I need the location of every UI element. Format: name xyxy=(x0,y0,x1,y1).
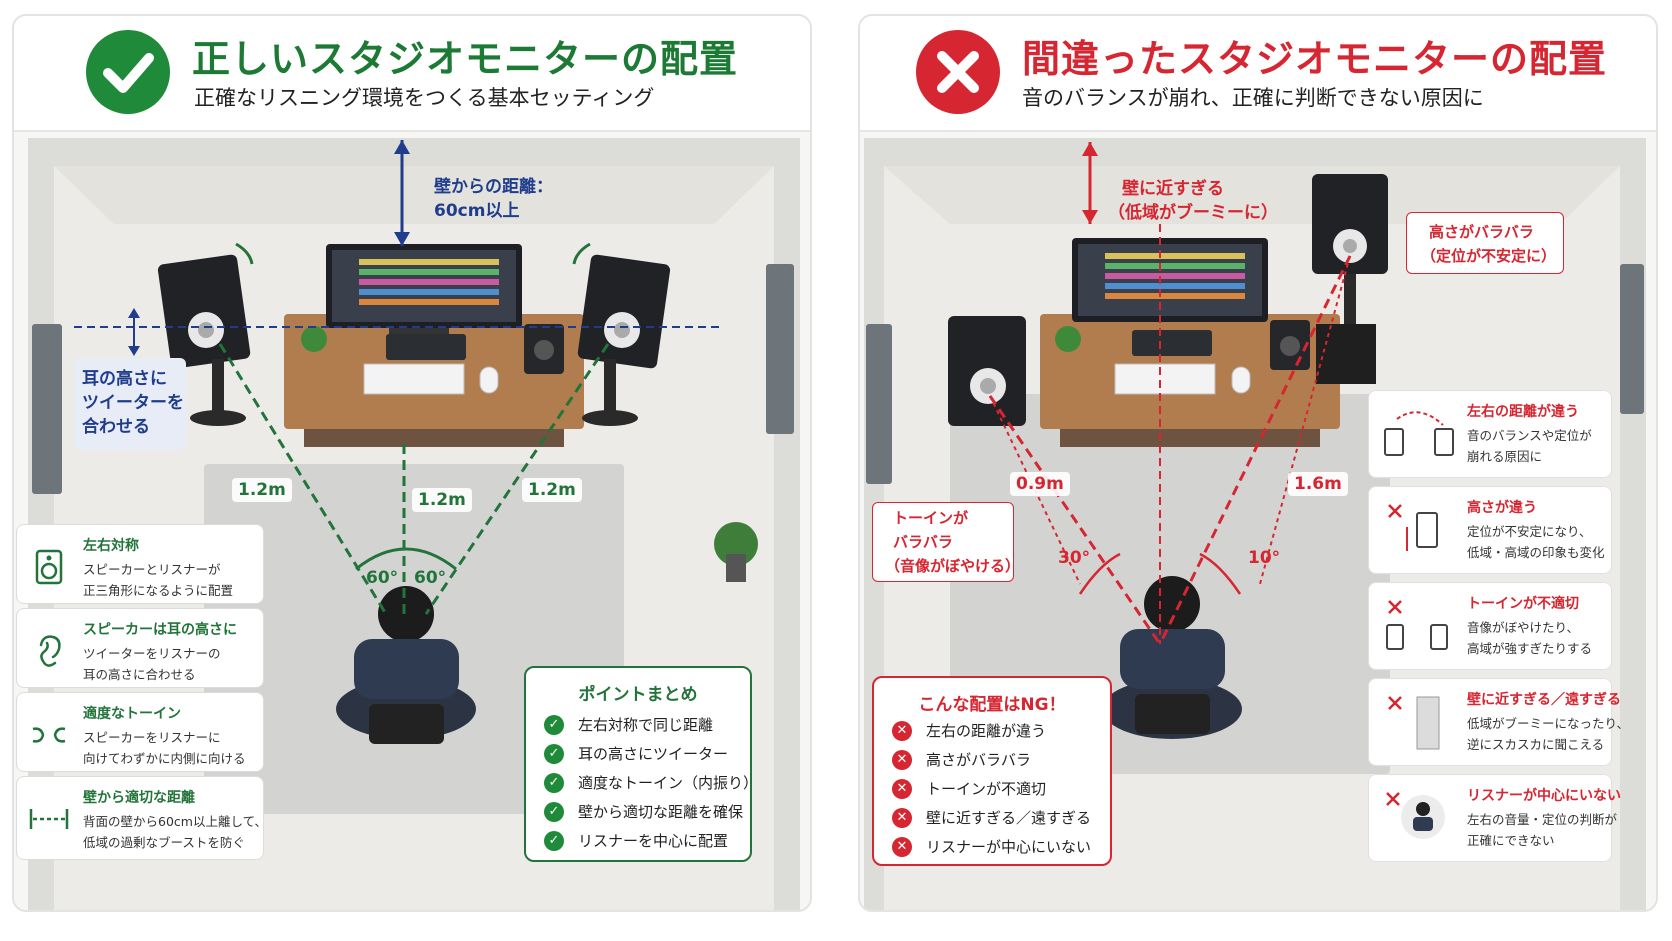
acoustic-panel-right xyxy=(766,264,794,434)
summary-item: ✓適度なトーイン（内振り） xyxy=(544,772,758,793)
check-circle-icon: ✓ xyxy=(544,743,564,764)
desk-plant xyxy=(301,326,327,352)
issue-card-listener: リスナーが中心にいない 左右の音量・定位の判断が正確にできない xyxy=(1368,774,1621,862)
left-speaker xyxy=(157,254,251,426)
right-speaker-raised xyxy=(1312,174,1388,384)
summary-item: ✓左右対称で同じ距離 xyxy=(544,714,713,735)
uneven-height-icon xyxy=(1379,499,1459,563)
ear-height-note: 耳の高さに ツイーターを 合わせる xyxy=(74,358,186,450)
summary-box: ポイントまとめ ✓左右対称で同じ距離 ✓耳の高さにツイーター ✓適度なトーイン（… xyxy=(524,666,758,862)
angle-left-label: 30° xyxy=(1058,548,1091,568)
check-circle-icon: ✓ xyxy=(544,772,564,793)
correct-header: 正しいスタジオモニターの配置 正確なリスニング環境をつくる基本セッティング xyxy=(14,16,810,132)
angle-arc xyxy=(355,547,457,571)
ng-item: ✕リスナーが中心にいない xyxy=(892,836,1091,857)
summary-item: ✓リスナーを中心に配置 xyxy=(544,830,728,851)
cross-circle-icon: ✕ xyxy=(892,749,912,770)
check-circle-icon: ✓ xyxy=(544,830,564,851)
summary-title: ポイントまとめ xyxy=(578,685,698,705)
cross-circle-icon: ✕ xyxy=(892,778,912,799)
keyboard xyxy=(1114,363,1216,395)
unequal-distance-icon xyxy=(1379,403,1459,467)
right-distance-line xyxy=(1158,255,1352,645)
issue-card-toe-in: トーインが不適切 音像がぼやけたり、高域が強すぎたりする xyxy=(1368,582,1612,670)
wall-warning-label: 壁に近すぎる xyxy=(1122,179,1224,199)
audio-interface xyxy=(1132,330,1212,356)
ng-title: こんな配置はNG！ xyxy=(918,695,1066,715)
summary-item: ✓耳の高さにツイーター xyxy=(544,743,728,764)
cross-icon xyxy=(916,30,1000,114)
acoustic-panel-right xyxy=(1620,264,1644,414)
mouse xyxy=(479,366,499,394)
distance-center-label: 1.2m xyxy=(412,488,472,512)
angle-right-label: 60° xyxy=(414,568,447,588)
check-icon xyxy=(86,30,170,114)
distance-right-label: 1.6m xyxy=(1288,472,1348,496)
listener-off-center xyxy=(1102,576,1242,739)
cross-circle-icon: ✕ xyxy=(892,836,912,857)
issue-card-wall: 壁に近すぎる／遠すぎる 低域がブーミーになったり、逆にスカスカに聞こえる xyxy=(1368,678,1629,766)
ng-item: ✕左右の距離が違う xyxy=(892,720,1046,741)
distance-right-label: 1.2m xyxy=(522,478,582,502)
left-speaker-misplaced xyxy=(948,316,1026,426)
height-warning-box: 高さがバラバラ （定位が不安定に） xyxy=(1406,212,1564,274)
toe-in-warning-box: トーインが バラバラ （音像がぼやける） xyxy=(872,502,1020,582)
triangle-right-side xyxy=(424,343,610,615)
wall-distance-label: 壁からの距離： xyxy=(434,177,553,197)
wrong-subtitle: 音のバランスが崩れ、正確に判断できない原因に xyxy=(1022,86,1484,110)
ear-icon xyxy=(27,629,71,673)
mouse xyxy=(1231,366,1251,394)
distance-left-label: 1.2m xyxy=(232,478,292,502)
correct-setup-panel: 正しいスタジオモニターの配置 正確なリスニング環境をつくる基本セッティング xyxy=(12,14,812,912)
distance-left-label: 0.9m xyxy=(1010,472,1070,496)
wall-distance-value: 60cm以上 xyxy=(434,201,520,221)
angle-left-label: 60° xyxy=(366,568,399,588)
off-center-listener-icon xyxy=(1379,787,1459,851)
floor-plant xyxy=(714,522,758,566)
cross-circle-icon: ✕ xyxy=(892,720,912,741)
correct-subtitle: 正確なリスニング環境をつくる基本セッティング xyxy=(194,86,655,110)
audio-interface xyxy=(386,334,466,360)
issue-card-height: 高さが違う 定位が不安定になり、低域・高域の印象も変化 xyxy=(1368,486,1612,574)
keyboard xyxy=(363,363,465,395)
check-circle-icon: ✓ xyxy=(544,801,564,822)
ng-item: ✕高さがバラバラ xyxy=(892,749,1031,770)
wall-distance-icon xyxy=(27,797,71,841)
issue-card-distance: 左右の距離が違う 音のバランスや定位が崩れる原因に xyxy=(1368,390,1612,478)
right-speaker xyxy=(577,254,671,426)
tip-card-symmetry: 左右対称 スピーカーとリスナーが正三角形になるように配置 xyxy=(16,524,264,604)
speaker-symmetry-icon xyxy=(27,545,71,589)
tip-card-wall-distance: 壁から適切な距離 背面の壁から60cm以上離して、低域の過剰なブーストを防ぐ xyxy=(16,776,267,860)
summary-item: ✓壁から適切な距離を確保 xyxy=(544,801,743,822)
tip-card-ear-height: スピーカーは耳の高さに ツイーターをリスナーの耳の高さに合わせる xyxy=(16,608,264,688)
wall-too-close-icon xyxy=(1379,691,1459,755)
correct-title: 正しいスタジオモニターの配置 xyxy=(192,37,739,81)
wrong-header: 間違ったスタジオモニターの配置 音のバランスが崩れ、正確に判断できない原因に xyxy=(860,16,1656,132)
angle-right-label: 10° xyxy=(1248,548,1281,568)
cross-circle-icon: ✕ xyxy=(892,807,912,828)
check-circle-icon: ✓ xyxy=(544,714,564,735)
acoustic-panel-left xyxy=(866,324,892,484)
wrong-title: 間違ったスタジオモニターの配置 xyxy=(1022,37,1608,81)
ng-item: ✕トーインが不適切 xyxy=(892,778,1046,799)
desk-plant xyxy=(1055,326,1081,352)
left-distance-line xyxy=(988,395,1162,645)
listener xyxy=(336,586,476,744)
ng-item: ✕壁に近すぎる／遠すぎる xyxy=(892,807,1091,828)
wall-warning-sub: （低域がブーミーに） xyxy=(1108,203,1278,223)
wrong-setup-panel: 間違ったスタジオモニターの配置 音のバランスが崩れ、正確に判断できない原因に xyxy=(858,14,1658,912)
tip-card-toe-in: 適度なトーイン スピーカーをリスナーに向けてわずかに内側に向ける xyxy=(16,692,264,772)
acoustic-panel-left xyxy=(32,324,62,494)
toe-in-icon xyxy=(27,713,71,757)
wrong-toe-in-icon xyxy=(1379,595,1459,659)
ng-box: こんな配置はNG！ ✕左右の距離が違う ✕高さがバラバラ ✕トーインが不適切 ✕… xyxy=(872,676,1112,866)
